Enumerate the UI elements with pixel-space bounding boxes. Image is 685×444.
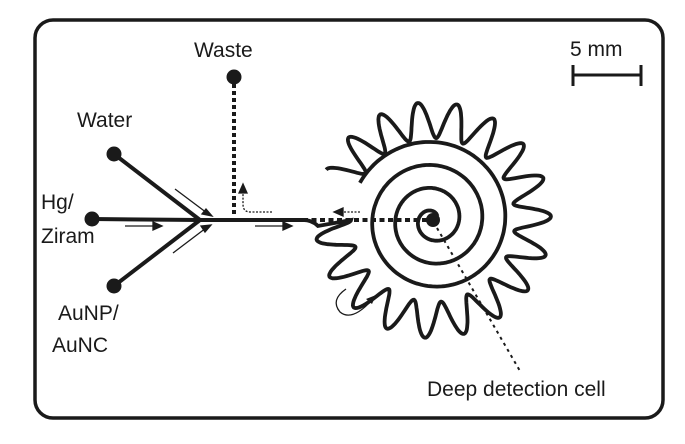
scale-bar bbox=[571, 65, 643, 86]
arrow-head bbox=[152, 220, 164, 232]
serpentine-flow-arrow bbox=[335, 288, 373, 316]
arrow-head bbox=[199, 224, 213, 234]
flow-arrows bbox=[125, 182, 360, 254]
arrow-head bbox=[366, 295, 376, 304]
water-label: Water bbox=[77, 109, 132, 132]
aunp-flow-arrow bbox=[172, 227, 207, 254]
hg-label: Hg/ bbox=[41, 191, 74, 214]
aunp-aunc-inlet-port bbox=[106, 278, 122, 294]
aunp-aunc-channel bbox=[112, 218, 202, 288]
hg-ziram-channel bbox=[91, 217, 201, 222]
detection-cell-label: Deep detection cell bbox=[427, 378, 606, 401]
aunp-label: AuNP/ bbox=[58, 302, 119, 325]
serpentine-channel bbox=[302, 101, 553, 340]
detection-cell-pointer bbox=[436, 227, 521, 372]
hg-ziram-inlet-port bbox=[84, 211, 100, 227]
waste-label: Waste bbox=[194, 39, 253, 62]
arrow-head bbox=[332, 206, 344, 218]
waste-outlet-port bbox=[226, 69, 242, 85]
ziram-label: Ziram bbox=[41, 225, 95, 248]
waste-return-arrow bbox=[242, 190, 272, 213]
water-inlet-port bbox=[106, 146, 122, 162]
aunc-label: AuNC bbox=[52, 334, 108, 357]
arrow-head bbox=[282, 220, 294, 232]
scale-bar-label: 5 mm bbox=[570, 38, 623, 61]
arrow-head bbox=[200, 207, 214, 218]
water-flow-arrow bbox=[174, 188, 208, 214]
detection-cell bbox=[426, 213, 440, 227]
arrow-head bbox=[237, 182, 249, 194]
water-channel bbox=[112, 152, 202, 222]
chip-border bbox=[33, 18, 665, 420]
spiral-channel bbox=[358, 140, 508, 289]
